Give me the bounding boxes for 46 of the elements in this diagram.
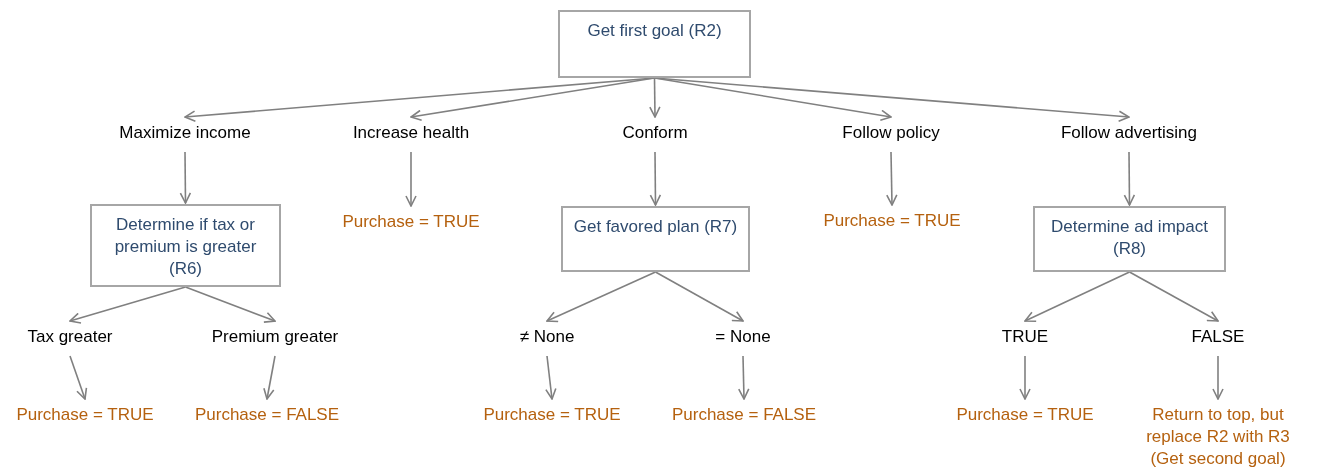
arrow: [263, 355, 276, 400]
outcome-label: Purchase = FALSE: [671, 404, 817, 426]
arrow: [1128, 271, 1219, 322]
option-label: Conform: [622, 122, 688, 144]
outcome-label: Purchase = TRUE: [956, 404, 1094, 426]
arrow: [649, 151, 662, 206]
process-box: [90, 204, 281, 287]
arrow: [69, 286, 187, 324]
arrow: [1212, 355, 1224, 400]
arrow: [886, 151, 898, 206]
arrow: [69, 355, 88, 400]
arrow: [184, 286, 276, 323]
option-label: FALSE: [1191, 326, 1245, 348]
process-box: [1033, 206, 1226, 272]
arrow: [1019, 355, 1031, 400]
outcome-label: Purchase = TRUE: [16, 404, 154, 426]
arrow: [405, 151, 417, 207]
arrow: [410, 77, 656, 122]
option-label: Premium greater: [211, 326, 339, 348]
arrow: [179, 151, 192, 204]
option-label: ≠ None: [519, 326, 575, 348]
arrow: [1024, 271, 1131, 323]
outcome-label: Purchase = TRUE: [342, 211, 480, 233]
outcome-label: Purchase = TRUE: [823, 210, 961, 232]
box-label: Determine if tax or premium is greater (R6): [113, 214, 258, 280]
option-label: TRUE: [1001, 326, 1049, 348]
box-label: Determine ad impact (R8): [1050, 216, 1209, 260]
box-label: Get favored plan (R7): [572, 216, 739, 238]
option-label: Follow policy: [842, 122, 940, 144]
option-label: Maximize income: [119, 122, 251, 144]
box-label: Get first goal (R2): [586, 20, 723, 42]
outcome-label: Purchase = FALSE: [194, 404, 340, 426]
arrow: [1123, 151, 1136, 206]
arrow: [545, 355, 557, 400]
process-box: [561, 206, 750, 272]
arrow: [654, 271, 744, 322]
option-label: Tax greater: [27, 326, 113, 348]
arrow: [649, 77, 661, 118]
arrow: [737, 355, 750, 400]
outcome-label: Purchase = TRUE: [483, 404, 621, 426]
option-label: = None: [715, 326, 771, 348]
option-label: Follow advertising: [1060, 122, 1198, 144]
process-box: [558, 10, 751, 78]
arrow: [546, 271, 657, 323]
outcome-label: Return to top, but replace R2 with R3 (Get second goal): [1145, 404, 1291, 470]
option-label: Increase health: [352, 122, 470, 144]
